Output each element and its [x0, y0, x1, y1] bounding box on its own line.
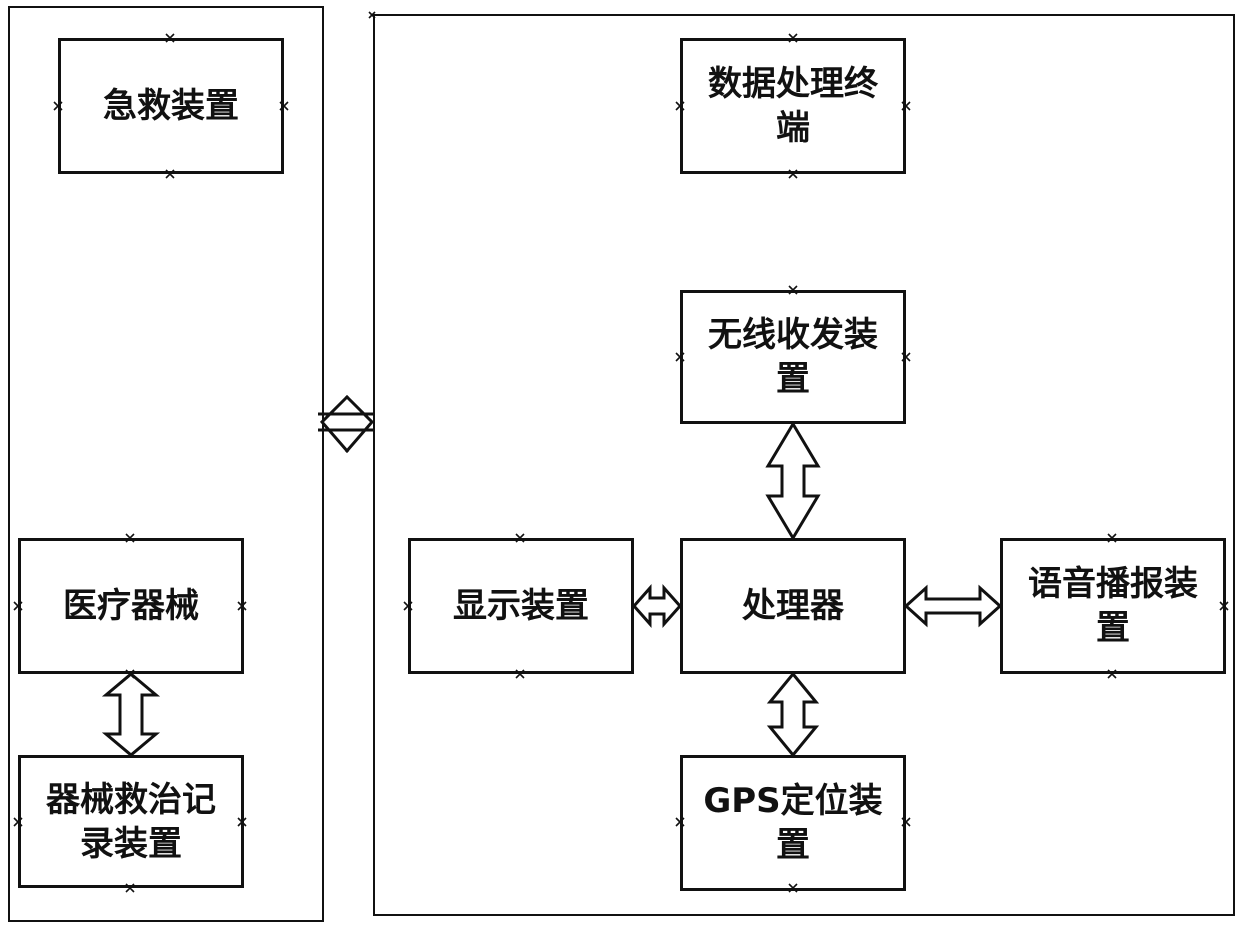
treatment-recorder-box: 器械救治记录装置 [18, 755, 244, 888]
processor-label: 处理器 [742, 584, 844, 628]
display-device-label: 显示装置 [453, 584, 589, 628]
voice-broadcast-box: 语音播报装置 [1000, 538, 1226, 674]
wireless-transceiver-box: 无线收发装置 [680, 290, 906, 424]
data-terminal-label: 数据处理终端 [698, 62, 888, 150]
gps-positioning-label: GPS定位装置 [689, 779, 897, 867]
voice-broadcast-label: 语音播报装置 [1018, 562, 1208, 650]
processor-box: 处理器 [680, 538, 906, 674]
medical-device-box: 医疗器械 [18, 538, 244, 674]
first-aid-device-box: 急救装置 [58, 38, 284, 174]
data-terminal-box: 数据处理终端 [680, 38, 906, 174]
first-aid-device-label: 急救装置 [103, 84, 239, 128]
gps-positioning-box: GPS定位装置 [680, 755, 906, 891]
display-device-box: 显示装置 [408, 538, 634, 674]
medical-device-label: 医疗器械 [63, 584, 199, 628]
wireless-transceiver-label: 无线收发装置 [698, 313, 888, 401]
treatment-recorder-label: 器械救治记录装置 [36, 778, 226, 866]
arrow-group-link [318, 396, 375, 452]
